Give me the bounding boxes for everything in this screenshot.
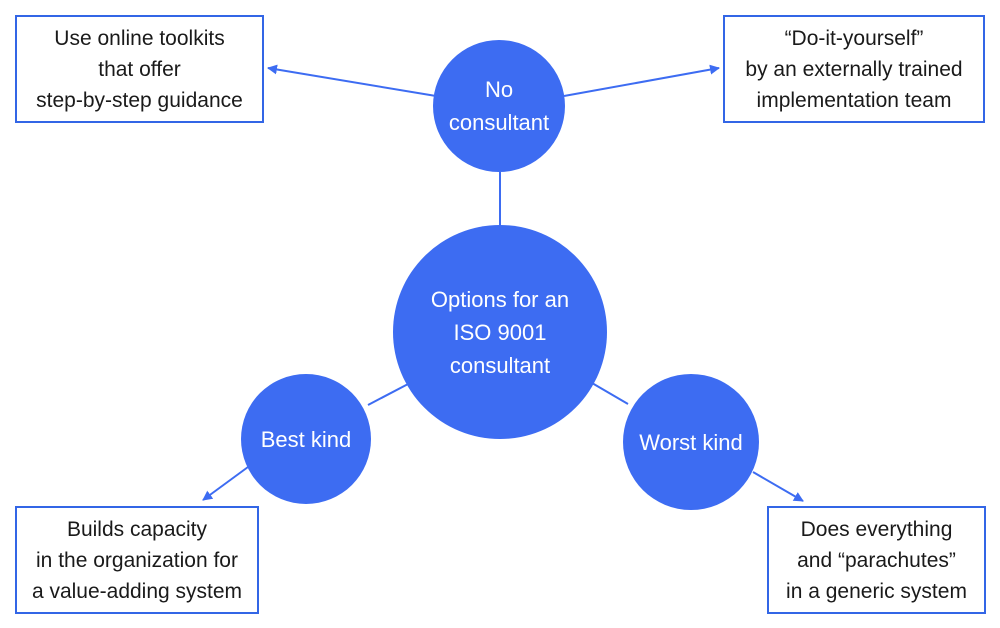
- box-text-line: and “parachutes”: [797, 548, 956, 572]
- arrow-worst-kind-to-everything: [752, 471, 804, 502]
- node-text-line: consultant: [448, 110, 550, 135]
- node-text-line: consultant: [449, 352, 551, 378]
- box-text-line: by an externally trained: [745, 57, 963, 81]
- node-no-consultant: No consultant: [433, 40, 565, 172]
- arrow-no-consultant-to-toolkits: [267, 64, 437, 97]
- box-text-line: “Do-it-yourself”: [784, 26, 924, 50]
- box-text-line: implementation team: [756, 88, 952, 112]
- box-text-line: in the organization for: [36, 548, 238, 572]
- node-text-line: ISO 9001: [453, 319, 547, 345]
- arrow-no-consultant-to-diy: [563, 64, 720, 97]
- node-text-line: No: [484, 77, 514, 102]
- node-text-line: Options for an: [430, 286, 570, 312]
- connector-center-to-worst-kind: [591, 382, 629, 405]
- box-text-line: a value-adding system: [31, 579, 243, 603]
- option-box-does-everything: Does everything and “parachutes” in a ge…: [767, 506, 986, 614]
- option-box-online-toolkits: Use online toolkits that offer step-by-s…: [15, 15, 264, 123]
- box-text-line: in a generic system: [786, 579, 967, 603]
- connector-center-to-best-kind: [367, 382, 411, 406]
- box-text-line: Builds capacity: [66, 517, 208, 541]
- node-text-line: Worst kind: [639, 429, 743, 455]
- box-text-line: that offer: [98, 57, 181, 81]
- box-text-line: Does everything: [800, 517, 953, 541]
- option-box-do-it-yourself: “Do-it-yourself” by an externally traine…: [723, 15, 985, 123]
- box-text-line: step-by-step guidance: [36, 88, 243, 112]
- arrow-best-kind-to-capacity: [202, 466, 249, 501]
- box-text-line: Use online toolkits: [54, 26, 225, 50]
- node-worst-kind: Worst kind: [623, 374, 759, 510]
- node-text-line: Best kind: [260, 426, 352, 452]
- option-box-builds-capacity: Builds capacity in the organization for …: [15, 506, 259, 614]
- node-best-kind: Best kind: [241, 374, 371, 504]
- node-center-options: Options for an ISO 9001 consultant: [393, 225, 607, 439]
